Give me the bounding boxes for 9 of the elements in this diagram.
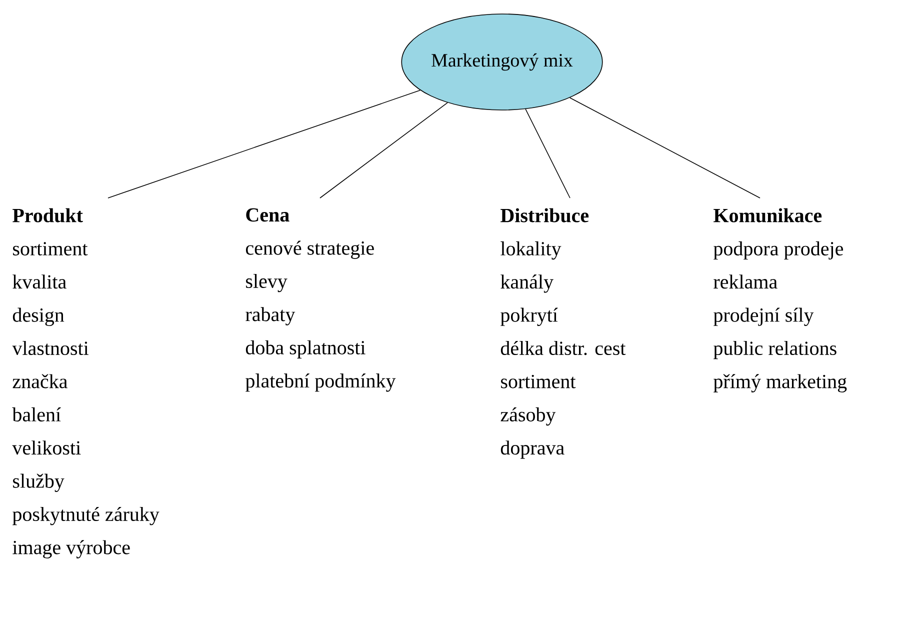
connector-line	[320, 102, 448, 198]
text-column: Produkt sortiment kvalita design vlastnosti značka balení velikosti služby poskytnuté záruky image výrobce	[12, 208, 160, 558]
connector-line	[569, 97, 760, 198]
text-column: Distribuce lokality kanály pokrytí délka distr. cest sortiment zásoby doprava	[500, 208, 626, 459]
connector-line	[525, 108, 570, 198]
text-column: Komunikace podpora prodeje reklama prodejní síly public relations přímý marketing	[714, 208, 847, 392]
connector-line	[108, 90, 421, 198]
text-column: Cena cenové strategie slevy rabaty doba splatnosti platební podmínky	[246, 208, 396, 392]
ellipse-node: Marketingový mix	[401, 14, 603, 110]
